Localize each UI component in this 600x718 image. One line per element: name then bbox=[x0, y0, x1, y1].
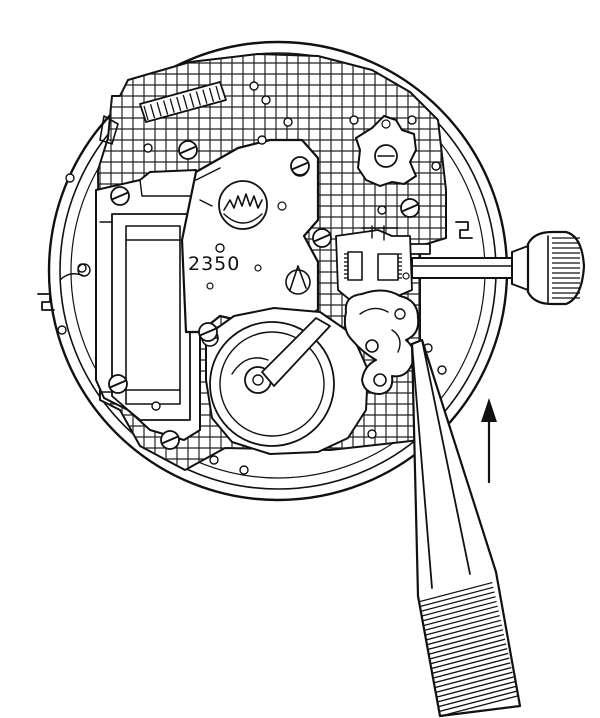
jewel-hole bbox=[431, 161, 441, 171]
jewel-hole bbox=[215, 243, 225, 253]
spring-coil bbox=[143, 105, 149, 121]
jewel-hole bbox=[57, 325, 67, 335]
screws bbox=[108, 140, 420, 450]
spring-coil bbox=[176, 96, 182, 112]
screw-slot bbox=[162, 436, 178, 444]
tweezers bbox=[410, 338, 522, 718]
jewel-hole bbox=[143, 143, 153, 153]
spring-coil bbox=[163, 100, 169, 115]
jewel-hole bbox=[261, 95, 271, 105]
spring-coil bbox=[149, 104, 156, 119]
direction-arrow bbox=[481, 398, 497, 484]
jewel-hole bbox=[249, 81, 259, 91]
spring-coil bbox=[189, 93, 195, 108]
jewel-hole bbox=[437, 365, 447, 375]
spring-coil bbox=[215, 85, 221, 101]
jewel-hole bbox=[65, 173, 75, 183]
spring-coil bbox=[195, 91, 201, 106]
tweezer-grip-line bbox=[418, 668, 520, 698]
jewel-hole bbox=[151, 401, 161, 411]
crown-wheel bbox=[355, 115, 417, 187]
spring-coil bbox=[208, 87, 215, 102]
tweezer-grip-line bbox=[418, 663, 520, 693]
tweezer-grip-line bbox=[418, 648, 520, 678]
screw-slot bbox=[200, 328, 216, 336]
spring-coil bbox=[156, 102, 162, 117]
center-bridge: 2350 bbox=[180, 138, 320, 334]
screw-slot bbox=[180, 146, 196, 154]
spring-coil bbox=[182, 94, 188, 110]
jewel-hole bbox=[257, 135, 267, 145]
rim-details bbox=[37, 115, 473, 311]
winding-crown[interactable] bbox=[526, 230, 586, 306]
jewel-holes bbox=[57, 81, 447, 475]
spring-coil bbox=[169, 98, 175, 113]
jewel-hole bbox=[239, 465, 249, 475]
screw-slot bbox=[402, 204, 418, 212]
spring-strip bbox=[139, 81, 227, 123]
jewel-hole bbox=[209, 455, 219, 465]
spring-coil bbox=[202, 89, 208, 104]
jewel-hole bbox=[77, 263, 87, 273]
jewel-hole bbox=[367, 429, 377, 439]
screw-slot bbox=[112, 192, 128, 200]
jewel-hole bbox=[349, 115, 359, 125]
screw-slot bbox=[292, 162, 308, 170]
jewel-hole bbox=[407, 115, 417, 125]
setting-mechanism bbox=[335, 225, 420, 395]
screw-slot bbox=[110, 380, 126, 388]
tweezer-grip-line bbox=[418, 658, 520, 688]
screw-slot bbox=[314, 234, 330, 242]
battery-frame bbox=[95, 169, 201, 441]
jewel-hole bbox=[377, 205, 387, 215]
tweezer-grip-line bbox=[418, 653, 520, 683]
tweezer-grip-line bbox=[418, 693, 520, 716]
caliber-number: 2350 bbox=[188, 253, 240, 275]
jewel-hole bbox=[283, 117, 293, 127]
balance-wheel bbox=[201, 307, 369, 455]
